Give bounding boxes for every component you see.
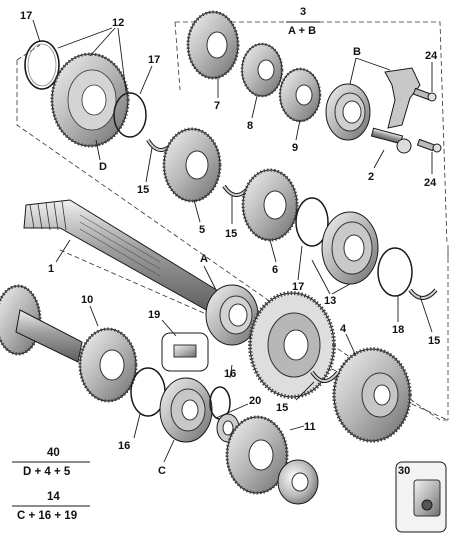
callout-16-top: 16: [224, 368, 236, 380]
bearing-a: [205, 284, 259, 346]
gear-d: [50, 52, 130, 148]
callout-3: 3: [300, 6, 306, 18]
callout-10: 10: [81, 294, 93, 306]
callout-8: 8: [247, 120, 253, 132]
callout-12: 12: [112, 17, 124, 29]
large-gear-4-crown: [248, 291, 336, 399]
callout-1: 1: [48, 263, 54, 275]
snap-ring-17-right: [113, 92, 147, 138]
callout-14: 14: [47, 491, 60, 503]
bearing-retainer-plate: [384, 67, 421, 129]
bolt-24-bottom: [416, 138, 442, 153]
callout-14-composition: C + 16 + 19: [17, 510, 77, 522]
callout-5: 5: [199, 224, 205, 236]
gear-7: [186, 10, 240, 80]
gear-11: [225, 415, 289, 495]
callout-40: 40: [47, 447, 60, 459]
callout-20: 20: [249, 395, 261, 407]
half-washer-15-low: [310, 370, 340, 383]
gear-8: [240, 42, 284, 98]
callout-b: B: [353, 46, 361, 58]
callout-3-composition: A + B: [288, 25, 316, 37]
callout-a: A: [200, 253, 208, 265]
bolt-24-top: [412, 87, 437, 102]
gear-4: [332, 347, 412, 443]
callout-16-left: 16: [118, 440, 130, 452]
callout-7: 7: [214, 100, 220, 112]
snap-ring-18: [377, 247, 413, 297]
callout-13: 13: [324, 295, 336, 307]
callout-9: 9: [292, 142, 298, 154]
leader-lines: [12, 19, 433, 507]
callout-17-mid: 17: [292, 281, 304, 293]
callout-d: D: [99, 161, 107, 173]
gear-9: [278, 67, 322, 123]
callout-30: 30: [398, 465, 410, 477]
main-shaft-1: [23, 199, 221, 313]
callout-15-top: 15: [137, 184, 149, 196]
sensor-19: [161, 332, 209, 372]
snap-ring-17-top-left: [24, 40, 60, 90]
gear-6: [241, 168, 299, 242]
callout-11: 11: [304, 421, 316, 433]
callout-4: 4: [340, 323, 347, 335]
callout-40-composition: D + 4 + 5: [23, 466, 71, 478]
callout-17-top: 17: [148, 54, 160, 66]
secondary-shaft-assembly: [0, 284, 83, 363]
callout-18: 18: [392, 324, 404, 336]
synchro-hub-13: [321, 211, 379, 285]
callout-15-right: 15: [428, 335, 440, 347]
callout-c: C: [158, 465, 166, 477]
callout-2: 2: [368, 171, 374, 183]
callout-6: 6: [272, 264, 278, 276]
callout-24-top: 24: [425, 50, 438, 62]
callout-15-mid: 15: [225, 228, 237, 240]
bearing-b: [325, 83, 371, 141]
bearing-small: [277, 459, 319, 505]
callout-24-bottom: 24: [424, 177, 437, 189]
gear-10: [78, 327, 138, 403]
gear-c: [159, 377, 213, 443]
half-washer-15-right: [408, 288, 438, 300]
gear-5: [162, 127, 222, 203]
callout-15-low: 15: [276, 402, 288, 414]
inset-box-30: [395, 461, 447, 533]
snap-ring-17-mid: [295, 197, 329, 247]
callout-17-top-left: 17: [20, 10, 32, 22]
bolt-2: [370, 127, 412, 154]
callout-19: 19: [148, 309, 160, 321]
callout-labels: 17 12 17 3 A + B B 24 7 8 9 2 24 D 15 5 …: [17, 6, 440, 522]
